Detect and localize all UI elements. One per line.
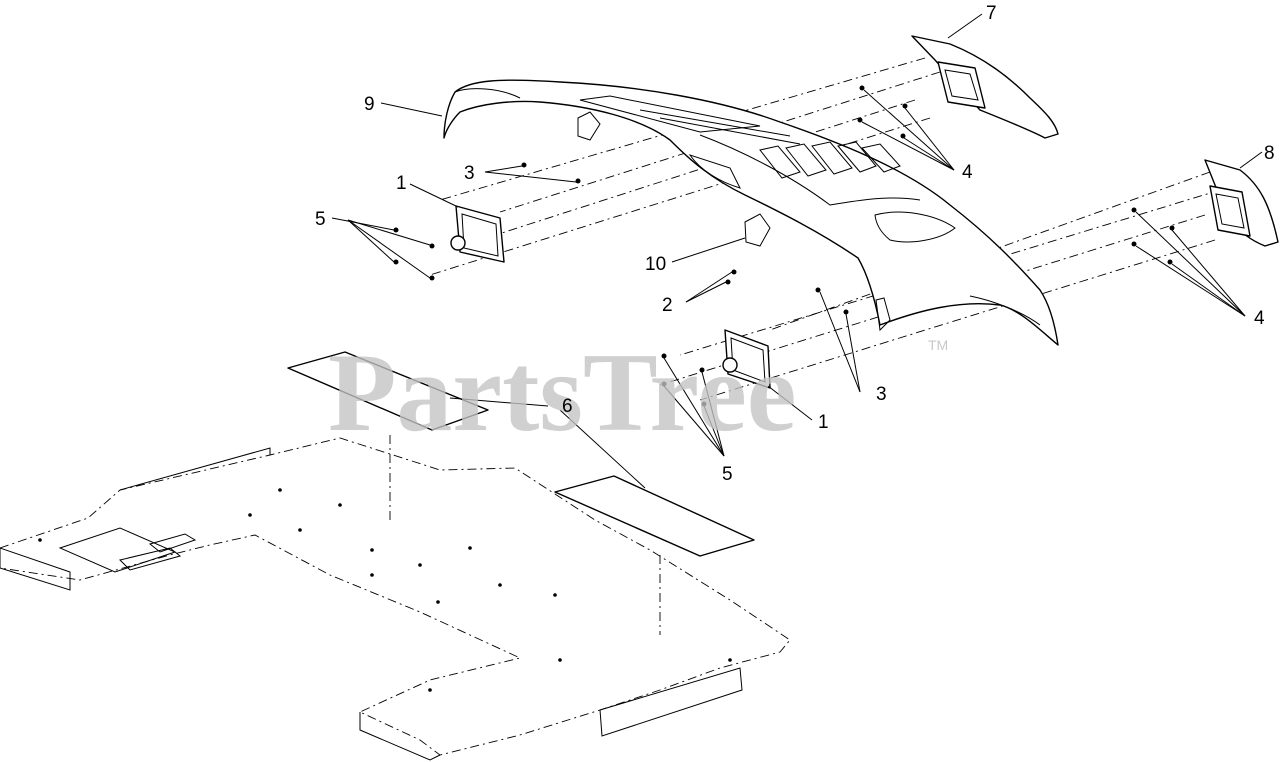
- callout-1-right: 1: [818, 412, 829, 433]
- callout-8: 8: [1264, 143, 1275, 164]
- callout-5-left: 5: [315, 209, 326, 230]
- hood-vent-slots: [759, 141, 901, 179]
- decal-parts: [287, 351, 755, 557]
- watermark-text: PartsTree: [328, 331, 797, 455]
- callout-1-left: 1: [396, 173, 407, 194]
- grille-left-part: [911, 35, 1059, 139]
- callout-labels: 9 3 1 5 4 7 8 10 2 4 3 1 5 6: [315, 3, 1275, 485]
- hood-part: [443, 79, 1059, 346]
- grille-right-part: [1204, 159, 1279, 247]
- hardware-fasteners: [393, 85, 1175, 407]
- floor-plate-part: [0, 437, 791, 761]
- callout-3-right: 3: [876, 384, 887, 405]
- callout-9: 9: [364, 94, 375, 115]
- callout-6: 6: [562, 396, 573, 417]
- watermark-trademark: TM: [928, 337, 948, 353]
- headlight-left-part: [450, 205, 505, 263]
- callout-10: 10: [645, 254, 666, 275]
- callout-2: 2: [662, 295, 673, 316]
- callout-7: 7: [986, 3, 997, 24]
- callout-4-top: 4: [962, 162, 973, 183]
- callout-3-top: 3: [464, 163, 475, 184]
- callout-5-right: 5: [722, 464, 733, 485]
- headlight-right-part: [722, 329, 771, 389]
- leader-lines: [331, 13, 1263, 489]
- callout-4-right: 4: [1254, 308, 1265, 329]
